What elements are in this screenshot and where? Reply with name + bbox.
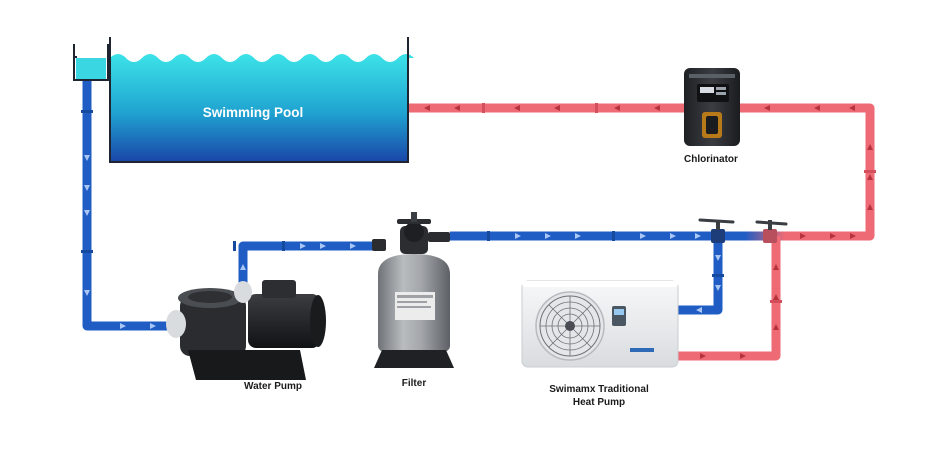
heat-pump-label-line1: Swimamx Traditional	[549, 384, 649, 395]
water-pump-label: Water Pump	[244, 381, 302, 392]
cold-pipe-to-heatpump-inlet	[678, 236, 723, 315]
pool-label: Swimming Pool	[203, 105, 304, 120]
swimming-pool-icon	[73, 37, 414, 163]
hot-pipe-heatpump-outlet	[678, 236, 781, 361]
chlorinator-device-icon	[684, 68, 740, 146]
pipe-joints	[81, 110, 724, 277]
heat-pump-unit-icon	[521, 280, 679, 368]
hot-flow-arrows	[424, 105, 873, 359]
valve-icon	[698, 218, 735, 243]
sand-filter-icon	[372, 212, 454, 368]
water-pump-icon	[166, 280, 326, 380]
filter-label: Filter	[402, 378, 427, 389]
valve-icon	[755, 220, 788, 243]
hot-pipe-return-to-chlorinator	[735, 103, 875, 241]
cold-flow-arrows	[84, 155, 721, 329]
pipe-joints-hot	[482, 103, 876, 303]
heat-pump-label-line2: Heat Pump	[573, 397, 625, 408]
cold-pipe-pump-to-filter	[238, 241, 380, 284]
chlorinator-label: Chlorinator	[684, 154, 738, 165]
skimmer-box	[76, 58, 106, 80]
